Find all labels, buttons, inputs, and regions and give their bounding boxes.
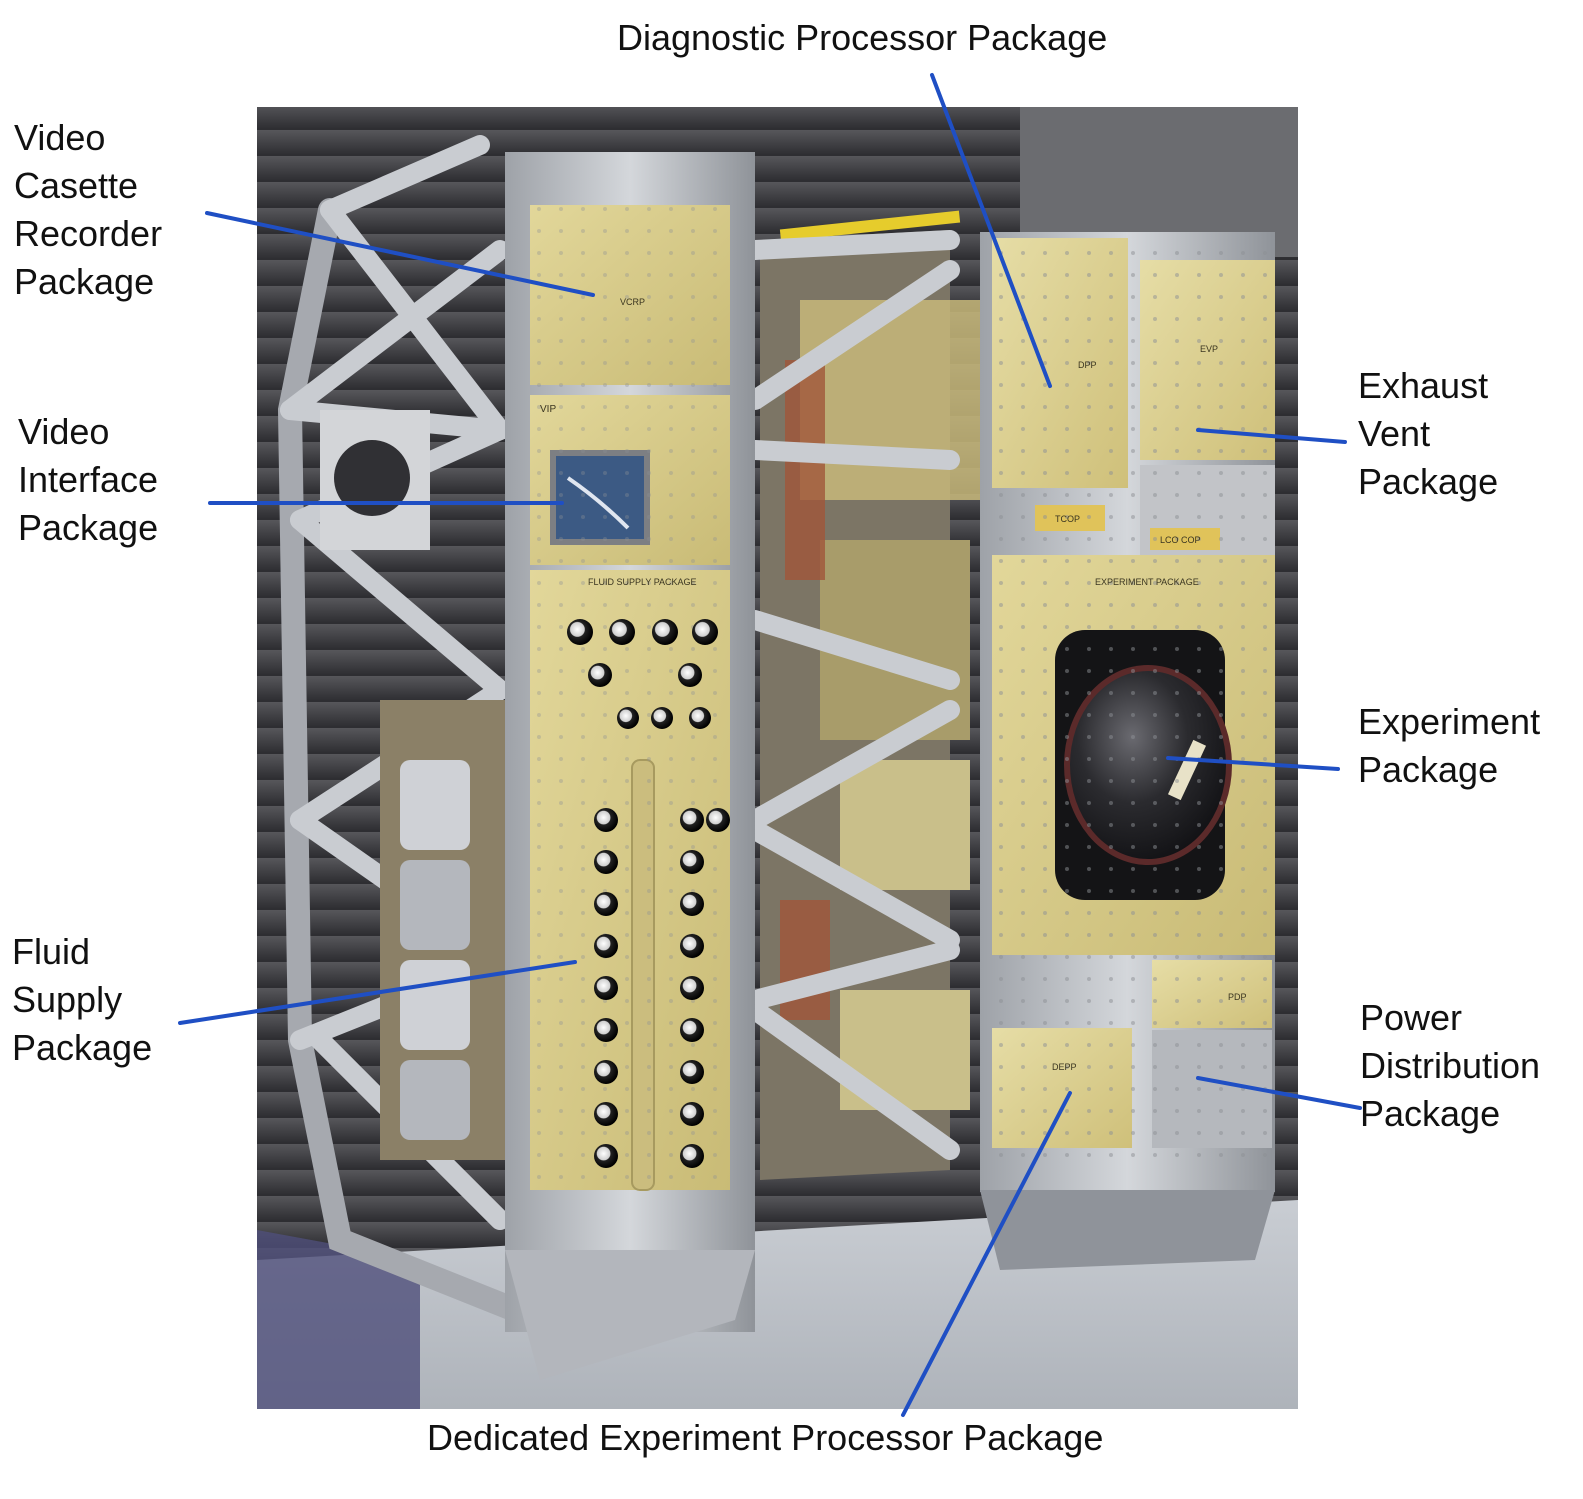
tcop-panel-text: TCOP (1055, 514, 1080, 524)
right-rack (760, 210, 1275, 1270)
label-line: Video (14, 117, 106, 158)
label-line: Supply (12, 979, 123, 1020)
label-line: Package (1358, 461, 1499, 502)
leader-line-fluid-supply (178, 960, 577, 1025)
label-exhaust-vent-package: Exhaust Vent Package (1358, 362, 1498, 506)
label-line: Casette (14, 165, 139, 206)
leader-line-experiment (1166, 756, 1340, 771)
label-line: Distribution (1360, 1045, 1541, 1086)
label-line: Experiment (1358, 701, 1541, 742)
leader-lines (178, 73, 1362, 1417)
label-video-casette-recorder-package: Video Casette Recorder Package (14, 114, 162, 306)
fluid-supply-panel-text: FLUID SUPPLY PACKAGE (588, 577, 697, 587)
label-line: Package (12, 1027, 153, 1068)
label-video-interface-package: Video Interface Package (18, 408, 158, 552)
leader-line-pdp (1196, 1076, 1362, 1110)
left-rack-front (505, 152, 755, 1380)
leader-line-dpp (930, 73, 1052, 388)
label-line: Video (18, 411, 110, 452)
lcop-panel-text: LCO COP (1160, 535, 1201, 545)
depp-panel-text: DEPP (1052, 1062, 1077, 1072)
leader-line-vcrp (205, 211, 595, 297)
label-experiment-package: Experiment Package (1358, 698, 1540, 794)
label-line: Package (18, 507, 159, 548)
label-line: Recorder (14, 213, 163, 254)
label-fluid-supply-package: Fluid Supply Package (12, 928, 152, 1072)
label-line: Diagnostic Processor Package (617, 17, 1108, 58)
label-diagnostic-processor-package: Diagnostic Processor Package (617, 14, 1107, 62)
pdp-panel-text: PDP (1228, 992, 1247, 1002)
label-line: Exhaust (1358, 365, 1489, 406)
leader-line-depp (901, 1091, 1072, 1417)
label-line: Vent (1358, 413, 1431, 454)
label-power-distribution-package: Power Distribution Package (1360, 994, 1540, 1138)
label-dedicated-experiment-processor-package: Dedicated Experiment Processor Package (427, 1414, 1103, 1462)
label-line: Package (1360, 1093, 1501, 1134)
label-line: Dedicated Experiment Processor Package (427, 1417, 1104, 1458)
label-line: Power (1360, 997, 1463, 1038)
vcrp-panel-text: VCRP (620, 297, 645, 307)
label-line: Interface (18, 459, 159, 500)
control-knobs (567, 619, 730, 1168)
dpp-panel-text: DPP (1078, 360, 1097, 370)
experiment-panel-text: EXPERIMENT PACKAGE (1095, 577, 1199, 587)
label-line: Fluid (12, 931, 91, 972)
evp-panel-text: EVP (1200, 344, 1218, 354)
leader-line-evp (1196, 428, 1347, 444)
vip-panel-text: VIP (540, 404, 556, 415)
label-line: Package (1358, 749, 1499, 790)
label-line: Package (14, 261, 155, 302)
